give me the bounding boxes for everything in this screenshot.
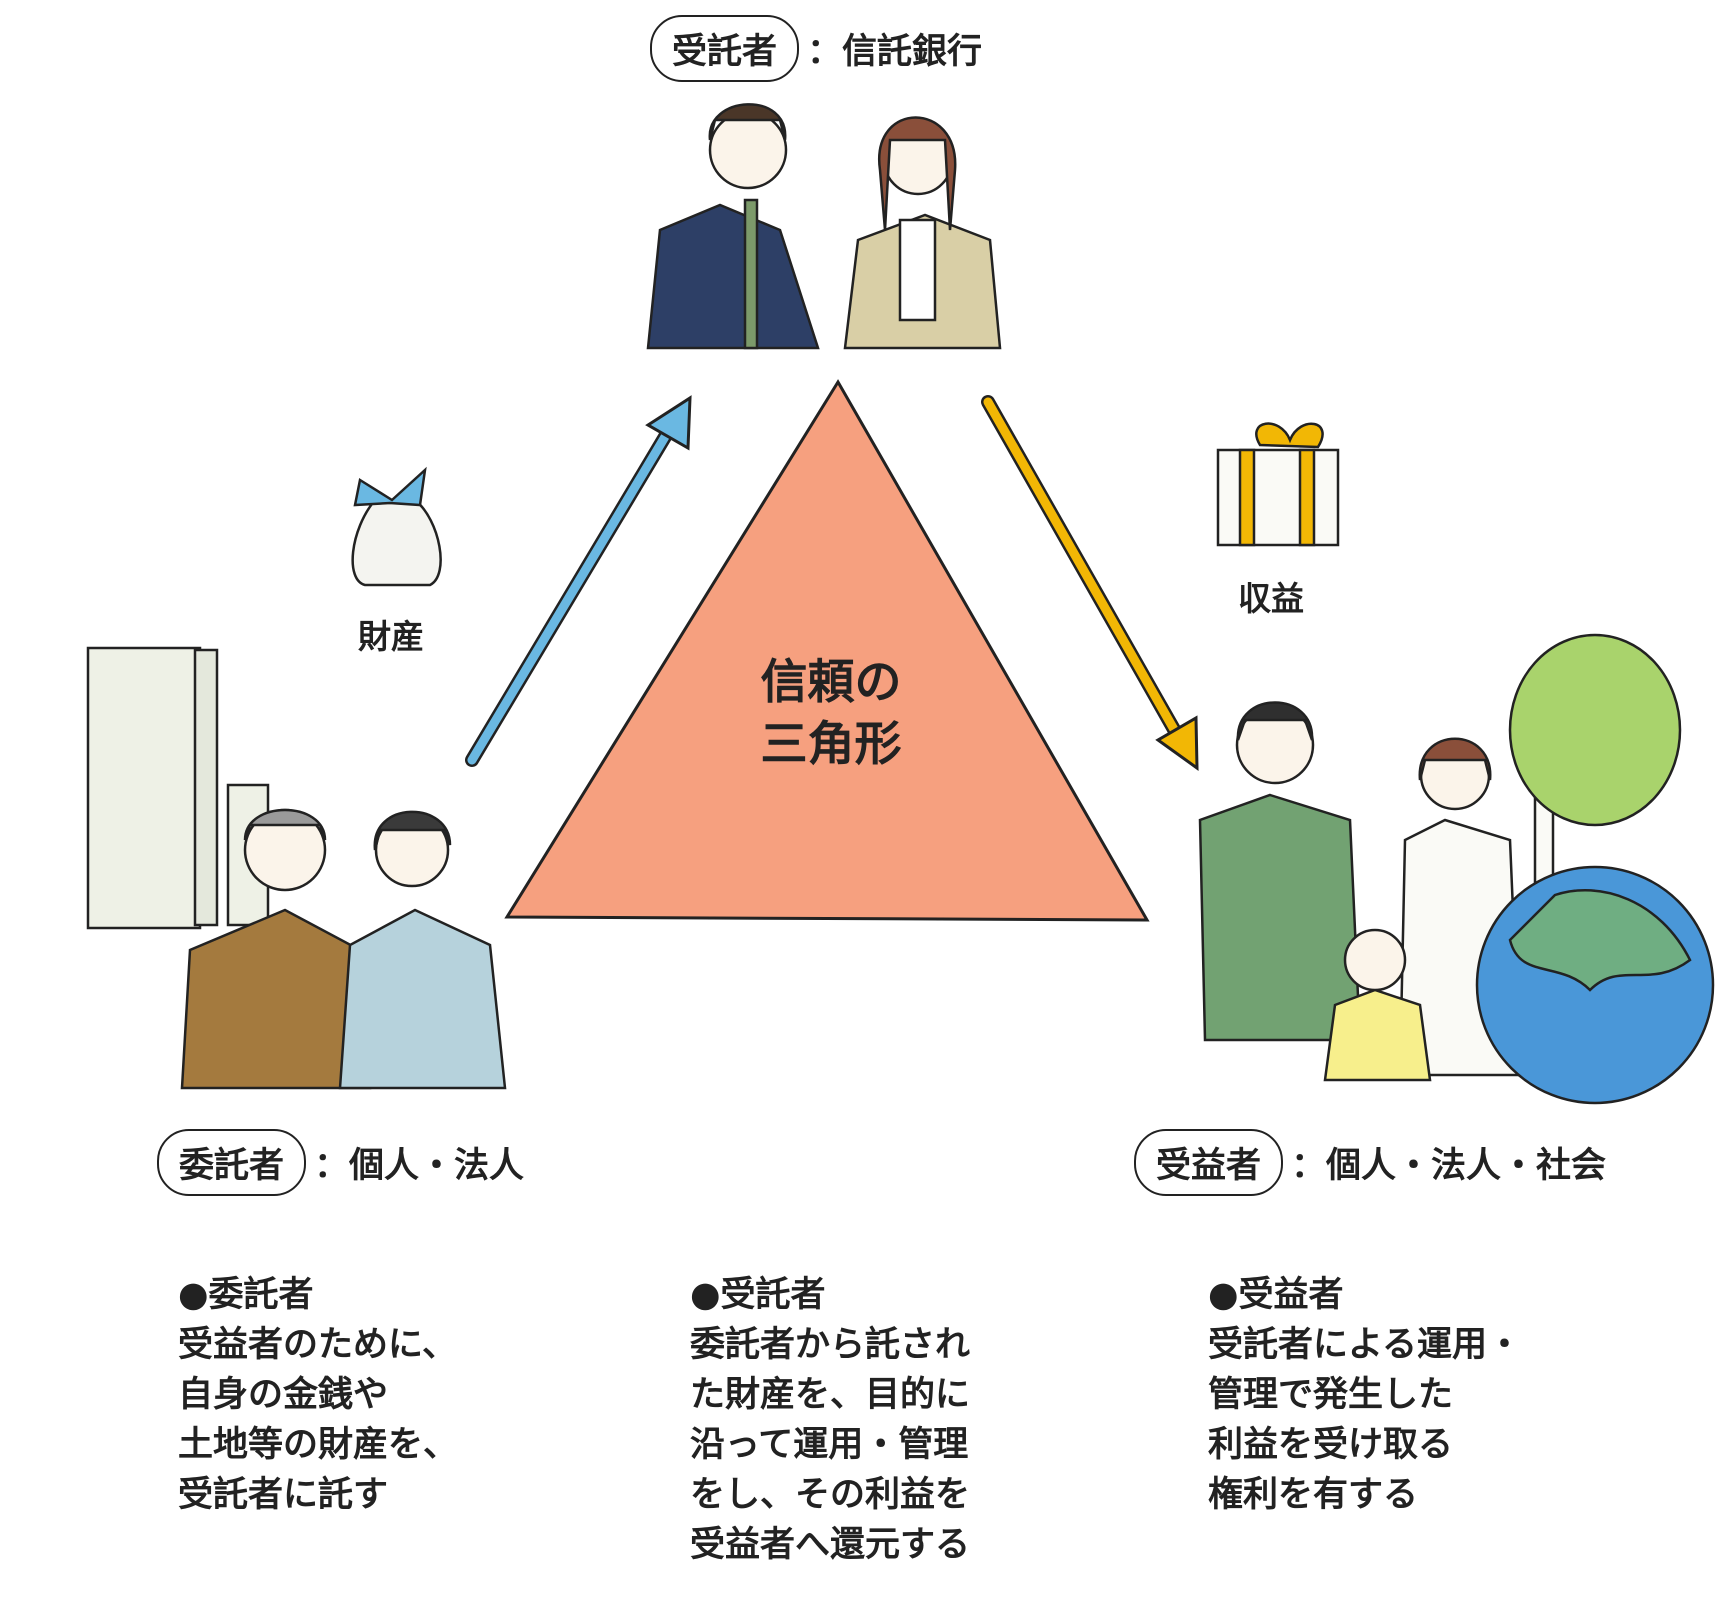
gift-box-icon <box>1216 422 1340 547</box>
desc-heading: ●受託者 <box>690 1275 826 1315</box>
trustee-entity: ：信託銀行 <box>807 32 983 72</box>
beneficiary-label: 受益者 ：個人・法人・社会 <box>1134 1129 1606 1196</box>
desc-line: 管理で発生した <box>1208 1375 1454 1415</box>
desc-line: 受託者に託す <box>178 1475 389 1515</box>
settlor-description: ●委託者 受益者のために、 自身の金銭や 土地等の財産を、 受託者に託す <box>178 1270 458 1520</box>
desc-line: 委託者から託され <box>690 1325 971 1365</box>
money-bag-icon <box>351 466 442 587</box>
trustee-label: 受託者 ：信託銀行 <box>650 15 982 82</box>
triangle-title: 信頼の 三角形 <box>731 652 931 776</box>
trustee-people-illustration <box>646 103 1002 350</box>
trust-triangle <box>504 379 1150 922</box>
desc-line: 権利を有する <box>1208 1475 1419 1515</box>
profit-arrow <box>981 395 1199 771</box>
desc-line: 受託者による運用・ <box>1208 1325 1522 1365</box>
triangle-title-line2: 三角形 <box>760 717 902 772</box>
beneficiary-illustration <box>1198 633 1715 1105</box>
desc-line: をし、その利益を <box>690 1475 971 1515</box>
trustee-role-pill: 受託者 <box>650 15 800 82</box>
desc-heading: ●委託者 <box>178 1275 314 1315</box>
desc-line: 自身の金銭や <box>178 1375 389 1415</box>
property-arrow <box>465 395 692 767</box>
property-label: 財産 <box>358 617 424 656</box>
desc-line: 受益者のために、 <box>178 1325 457 1365</box>
settlor-illustration <box>86 646 507 1090</box>
desc-line: 沿って運用・管理 <box>690 1425 969 1465</box>
beneficiary-entity: ：個人・法人・社会 <box>1291 1146 1607 1186</box>
beneficiary-description: ●受益者 受託者による運用・ 管理で発生した 利益を受け取る 権利を有する <box>1208 1270 1522 1520</box>
desc-line: 利益を受け取る <box>1208 1425 1454 1465</box>
settlor-role-pill: 委託者 <box>157 1129 307 1196</box>
settlor-entity: ：個人・法人 <box>314 1146 525 1186</box>
profit-label: 収益 <box>1238 579 1304 618</box>
settlor-label: 委託者 ：個人・法人 <box>157 1129 524 1196</box>
desc-line: 土地等の財産を、 <box>178 1425 459 1465</box>
trustee-description: ●受託者 委託者から託され た財産を、目的に 沿って運用・管理 をし、その利益を… <box>690 1270 970 1570</box>
desc-line: た財産を、目的に <box>690 1375 971 1415</box>
desc-line: 受益者へ還元する <box>690 1525 971 1565</box>
beneficiary-role-pill: 受益者 <box>1134 1129 1284 1196</box>
triangle-title-line1: 信頼の <box>760 655 902 710</box>
desc-heading: ●受益者 <box>1208 1275 1344 1315</box>
